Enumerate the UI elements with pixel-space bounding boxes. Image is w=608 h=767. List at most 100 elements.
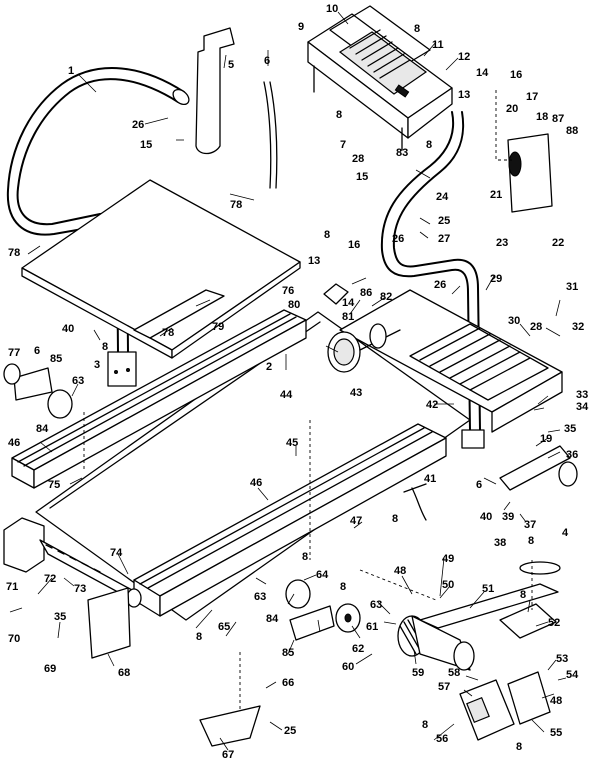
drive-pulley [335,603,361,633]
callout-27: 27 [438,233,450,245]
callout-85: 85 [50,353,62,365]
callout-45: 45 [286,437,298,449]
callout-37: 37 [524,519,536,531]
callout-24: 24 [436,191,449,203]
callout-87: 87 [552,113,564,125]
callout-8: 8 [102,341,108,353]
motor-controller [459,671,551,741]
callout-26: 26 [392,233,404,245]
callout-83: 83 [396,147,408,159]
callout-59: 59 [412,667,424,679]
callout-55: 55 [550,727,562,739]
callout-28: 28 [352,153,364,165]
callout-57: 57 [438,681,450,693]
foot-rollers [3,363,335,641]
callout-47: 47 [350,515,362,527]
callout-75: 75 [48,479,60,491]
right-upright [380,111,485,449]
callout-64: 64 [316,569,329,581]
callout-8: 8 [336,109,342,121]
callout-3: 3 [94,359,100,371]
accessory-tray [21,179,301,359]
callout-13: 13 [308,255,320,267]
callout-65: 65 [218,621,230,633]
callout-46: 46 [250,477,262,489]
callout-58: 58 [448,667,460,679]
callout-8: 8 [392,513,398,525]
callout-52: 52 [548,617,560,629]
callout-85: 85 [282,647,294,659]
callout-21: 21 [490,189,502,201]
callout-8: 8 [516,741,522,753]
callout-1: 1 [68,65,74,77]
callout-26: 26 [434,279,446,291]
front-roller [327,323,401,373]
callout-82: 82 [380,291,392,303]
callout-8: 8 [528,535,534,547]
callout-22: 22 [552,237,564,249]
callout-35: 35 [564,423,576,435]
callout-71: 71 [6,581,18,593]
callout-16: 16 [348,239,360,251]
callout-2: 2 [266,361,272,373]
callout-78: 78 [162,327,174,339]
callout-48: 48 [550,695,562,707]
callout-41: 41 [424,473,436,485]
callout-54: 54 [566,669,579,681]
callout-14: 14 [342,297,355,309]
callout-63: 63 [370,599,382,611]
callout-13: 13 [458,89,470,101]
callout-23: 23 [496,237,508,249]
front-endcap [3,517,142,608]
callout-46: 46 [8,437,20,449]
callout-40: 40 [62,323,74,335]
callout-16: 16 [510,69,522,81]
callout-8: 8 [340,581,346,593]
callout-43: 43 [350,387,362,399]
callout-7: 7 [340,139,346,151]
callout-63: 63 [72,375,84,387]
callout-84: 84 [36,423,49,435]
callout-25: 25 [284,725,296,737]
callout-15: 15 [140,139,152,151]
callout-8: 8 [426,139,432,151]
callout-9: 9 [298,21,304,33]
callout-77: 77 [8,347,20,359]
callout-53: 53 [556,653,568,665]
callout-88: 88 [566,125,578,137]
callout-56: 56 [436,733,448,745]
callout-6: 6 [34,345,40,357]
callout-26: 26 [132,119,144,131]
callout-10: 10 [326,3,338,15]
callout-33: 33 [576,389,588,401]
callout-28: 28 [530,321,542,333]
callout-67: 67 [222,749,234,761]
callout-18: 18 [536,111,548,123]
callout-74: 74 [110,547,123,559]
callout-20: 20 [506,103,518,115]
callout-4: 4 [562,527,569,539]
callout-48: 48 [394,565,406,577]
callout-8: 8 [196,631,202,643]
callout-17: 17 [526,91,538,103]
callout-81: 81 [342,311,354,323]
callout-12: 12 [458,51,470,63]
dashed-guides [83,90,533,710]
callout-63: 63 [254,591,266,603]
callout-8: 8 [414,23,420,35]
callout-11: 11 [432,39,444,51]
callout-8: 8 [302,551,308,563]
drive-motor-assembly [397,583,559,671]
misc-hardware [87,27,561,747]
rear-frame [339,289,578,491]
leader-lines [9,11,567,751]
callout-86: 86 [360,287,372,299]
callout-38: 38 [494,537,506,549]
callout-35: 35 [54,611,66,623]
callout-70: 70 [8,633,20,645]
callout-68: 68 [118,667,130,679]
callout-44: 44 [280,389,293,401]
callout-6: 6 [264,55,270,67]
callout-15: 15 [356,171,368,183]
